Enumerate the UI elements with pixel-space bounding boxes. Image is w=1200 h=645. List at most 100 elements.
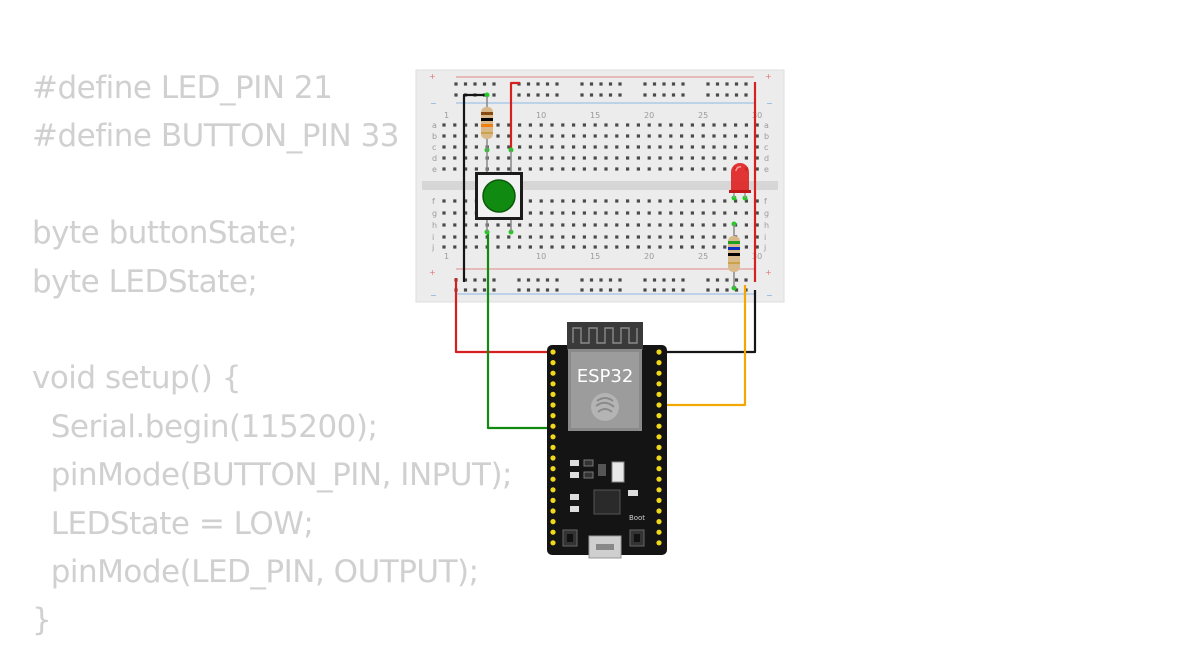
breadboard-hole bbox=[701, 199, 705, 203]
breadboard-hole bbox=[507, 167, 511, 171]
breadboard-hole bbox=[453, 199, 457, 203]
breadboard-hole bbox=[701, 223, 705, 227]
breadboard-hole bbox=[608, 288, 613, 292]
breadboard-hole bbox=[539, 156, 543, 160]
breadboard-hole bbox=[715, 82, 720, 86]
breadboard-hole bbox=[652, 93, 657, 97]
breadboard-hole bbox=[647, 245, 651, 249]
breadboard-hole bbox=[593, 199, 597, 203]
espressif-logo-waves bbox=[595, 397, 615, 413]
breadboard-hole bbox=[442, 235, 446, 239]
breadboard-hole bbox=[604, 167, 608, 171]
esp32-pin bbox=[656, 487, 662, 493]
breadboard-hole bbox=[681, 93, 685, 97]
esp32-pin bbox=[656, 413, 662, 419]
breadboard-hole bbox=[536, 288, 540, 292]
breadboard-hole bbox=[725, 82, 729, 86]
breadboard-hole bbox=[723, 145, 727, 149]
breadboard-hole bbox=[550, 134, 554, 138]
breadboard-hole bbox=[526, 288, 531, 292]
code-line: byte buttonState; bbox=[32, 215, 298, 252]
breadboard-hole bbox=[539, 145, 543, 149]
wire-red-power bbox=[454, 278, 552, 354]
esp32-pin bbox=[656, 508, 662, 514]
wire-black-rail-left bbox=[462, 93, 488, 282]
breadboard-hole bbox=[463, 288, 468, 292]
breadboard-hole bbox=[518, 134, 522, 138]
resistor-led bbox=[728, 224, 740, 288]
breadboard-hole bbox=[636, 211, 640, 215]
breadboard-hole bbox=[615, 145, 619, 149]
breadboard-hole bbox=[658, 223, 662, 227]
breadboard-hole bbox=[734, 134, 738, 138]
breadboard-hole bbox=[643, 93, 647, 97]
breadboard-hole bbox=[561, 199, 565, 203]
esp32-pin bbox=[550, 349, 556, 355]
breadboard-hole bbox=[604, 134, 608, 138]
esp32-pin bbox=[550, 413, 556, 419]
breadboard-hole bbox=[582, 223, 586, 227]
breadboard-hole bbox=[712, 223, 716, 227]
breadboard-hole bbox=[690, 123, 694, 127]
breadboard-hole bbox=[669, 211, 673, 215]
breadboard-hole bbox=[755, 156, 759, 160]
breadboard-hole bbox=[474, 156, 478, 160]
breadboard-hole bbox=[647, 123, 651, 127]
breadboard-hole bbox=[580, 288, 584, 292]
breadboard-hole bbox=[744, 235, 748, 239]
breadboard-hole bbox=[453, 145, 457, 149]
breadboard-hole bbox=[615, 211, 619, 215]
breadboard-hole bbox=[618, 93, 622, 97]
breadboard-hole bbox=[681, 278, 685, 282]
esp32-pin bbox=[550, 476, 556, 482]
esp32-pin bbox=[656, 519, 662, 525]
breadboard-hole bbox=[453, 156, 457, 160]
col-num-top-30: 30 bbox=[752, 111, 762, 120]
breadboard-hole bbox=[482, 278, 487, 282]
circuit-diagram: + + − − + + − − 1 10 15 20 25 30 1 10 15… bbox=[415, 69, 785, 559]
breadboard-hole bbox=[734, 288, 739, 292]
breadboard-hole bbox=[615, 235, 619, 239]
breadboard-hole bbox=[528, 223, 532, 227]
breadboard-hole bbox=[615, 167, 619, 171]
row-letter-i-left: i bbox=[432, 233, 434, 242]
breadboard-hole bbox=[680, 223, 684, 227]
breadboard-hole bbox=[690, 245, 694, 249]
row-letter-j-right: j bbox=[763, 243, 766, 252]
breadboard-hole bbox=[604, 199, 608, 203]
breadboard-hole bbox=[518, 167, 522, 171]
breadboard-hole bbox=[572, 123, 576, 127]
smd-component bbox=[598, 464, 606, 476]
breadboard-hole bbox=[593, 156, 597, 160]
breadboard-hole bbox=[723, 134, 727, 138]
breadboard-hole bbox=[550, 167, 554, 171]
breadboard-hole bbox=[582, 167, 586, 171]
breadboard-hole bbox=[580, 278, 584, 282]
breadboard-hole bbox=[482, 288, 487, 292]
breadboard-hole bbox=[561, 235, 565, 239]
breadboard-hole bbox=[582, 199, 586, 203]
breadboard-hole bbox=[593, 134, 597, 138]
en-button-knob bbox=[567, 534, 573, 542]
breadboard-hole bbox=[715, 278, 720, 282]
rail-minus-top-left: − bbox=[430, 99, 437, 108]
breadboard-hole bbox=[690, 156, 694, 160]
col-num-bottom-20: 20 bbox=[644, 252, 654, 261]
breadboard-hole bbox=[725, 278, 729, 282]
breadboard-hole bbox=[744, 123, 748, 127]
esp32-pin bbox=[550, 497, 556, 503]
rail-minus-top-right: − bbox=[766, 99, 773, 108]
breadboard-hole bbox=[643, 82, 647, 86]
breadboard-hole bbox=[755, 245, 759, 249]
breadboard-hole bbox=[518, 223, 522, 227]
row-letter-b-left: b bbox=[432, 132, 437, 141]
breadboard-hole bbox=[669, 235, 673, 239]
breadboard-hole bbox=[712, 199, 716, 203]
breadboard-hole bbox=[536, 278, 540, 282]
breadboard-hole bbox=[734, 156, 738, 160]
breadboard-hole bbox=[599, 82, 603, 86]
breadboard-hole bbox=[615, 156, 619, 160]
breadboard-hole bbox=[755, 145, 759, 149]
esp32-pin bbox=[656, 402, 662, 408]
breadboard-hole bbox=[507, 156, 511, 160]
